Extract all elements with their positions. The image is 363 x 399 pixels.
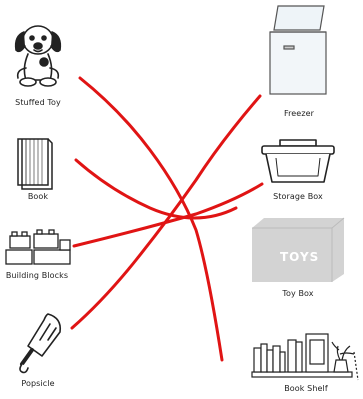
stuffed-toy-label: Stuffed Toy xyxy=(8,98,68,107)
freezer-item[interactable] xyxy=(264,2,334,102)
building-blocks-item[interactable] xyxy=(4,222,74,268)
toy-box-label: Toy Box xyxy=(256,289,340,298)
storage-box-label: Storage Box xyxy=(256,192,340,201)
book-item[interactable] xyxy=(14,135,60,191)
popsicle-item[interactable] xyxy=(10,310,70,376)
building-blocks-label: Building Blocks xyxy=(0,271,74,280)
building-blocks-icon xyxy=(4,222,74,268)
popsicle-label: Popsicle xyxy=(8,379,68,388)
toy-box-item[interactable]: TOYS xyxy=(248,214,348,284)
book-shelf-label: Book Shelf xyxy=(264,384,348,393)
freezer-icon xyxy=(264,2,334,102)
toy-box-icon xyxy=(248,214,348,284)
popsicle-icon xyxy=(10,310,70,376)
book-label: Book xyxy=(8,192,68,201)
book-shelf-item[interactable] xyxy=(250,330,362,380)
line-popsicle-to-freezer xyxy=(72,96,260,328)
book-icon xyxy=(14,135,60,191)
toy-box-text: TOYS xyxy=(280,250,319,264)
storage-box-item[interactable] xyxy=(256,134,340,188)
line-stuffed-toy-to-book-shelf xyxy=(80,78,222,360)
book-shelf-icon xyxy=(250,330,362,380)
stuffed-toy-item[interactable] xyxy=(8,18,68,98)
line-book-to-storage-box xyxy=(76,160,236,218)
line-building-blocks-to-storage-box xyxy=(74,184,262,246)
stuffed-dog-icon xyxy=(8,18,68,88)
storage-box-icon xyxy=(256,134,340,188)
freezer-label: Freezer xyxy=(264,109,334,118)
